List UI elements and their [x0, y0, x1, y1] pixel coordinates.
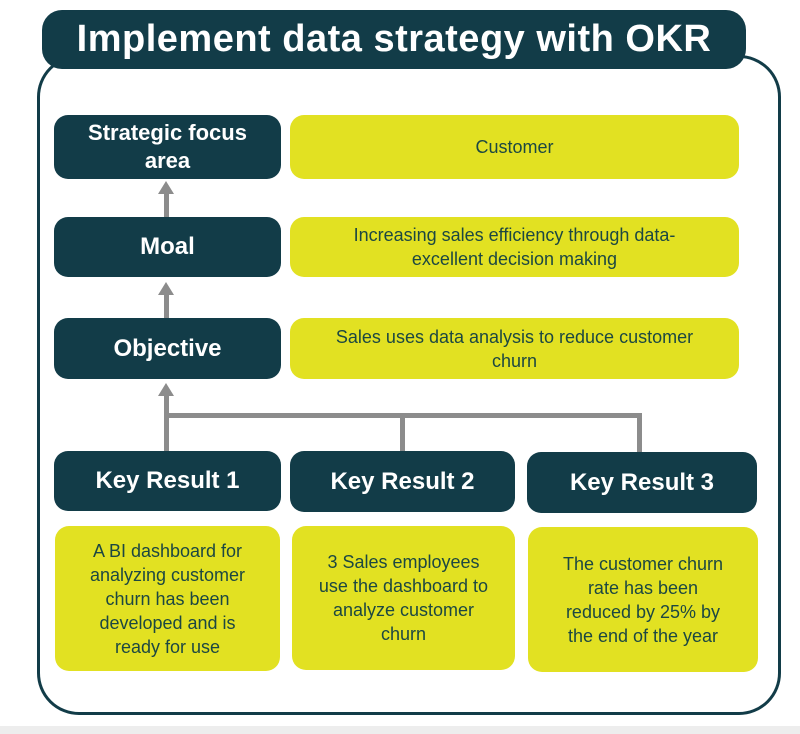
up-arrow-icon [158, 282, 174, 295]
moal-value: Increasing sales efficiency through data… [290, 217, 739, 277]
objective-box: Objective [54, 318, 281, 379]
moal-box: Moal [54, 217, 281, 277]
up-arrow-icon [158, 181, 174, 194]
key-result-3-value: The customer churn rate has been reduced… [528, 527, 758, 672]
key-result-1-box: Key Result 1 [54, 451, 281, 511]
connector-line [164, 293, 169, 318]
connector-line [164, 394, 169, 451]
key-result-1-value: A BI dashboard for analyzing customer ch… [55, 526, 280, 671]
key-result-2-box: Key Result 2 [290, 451, 515, 512]
diagram-title: Implement data strategy with OKR [42, 10, 746, 69]
connector-line [637, 413, 642, 454]
key-result-2-value: 3 Sales employees use the dashboard to a… [292, 526, 515, 670]
window-bottom-edge [0, 726, 800, 734]
strategic-focus-area-value: Customer [290, 115, 739, 179]
up-arrow-icon [158, 383, 174, 396]
strategic-focus-area-box: Strategic focus area [54, 115, 281, 179]
key-result-3-box: Key Result 3 [527, 452, 757, 513]
connector-line [400, 413, 405, 452]
connector-line [164, 192, 169, 217]
objective-value: Sales uses data analysis to reduce custo… [290, 318, 739, 379]
